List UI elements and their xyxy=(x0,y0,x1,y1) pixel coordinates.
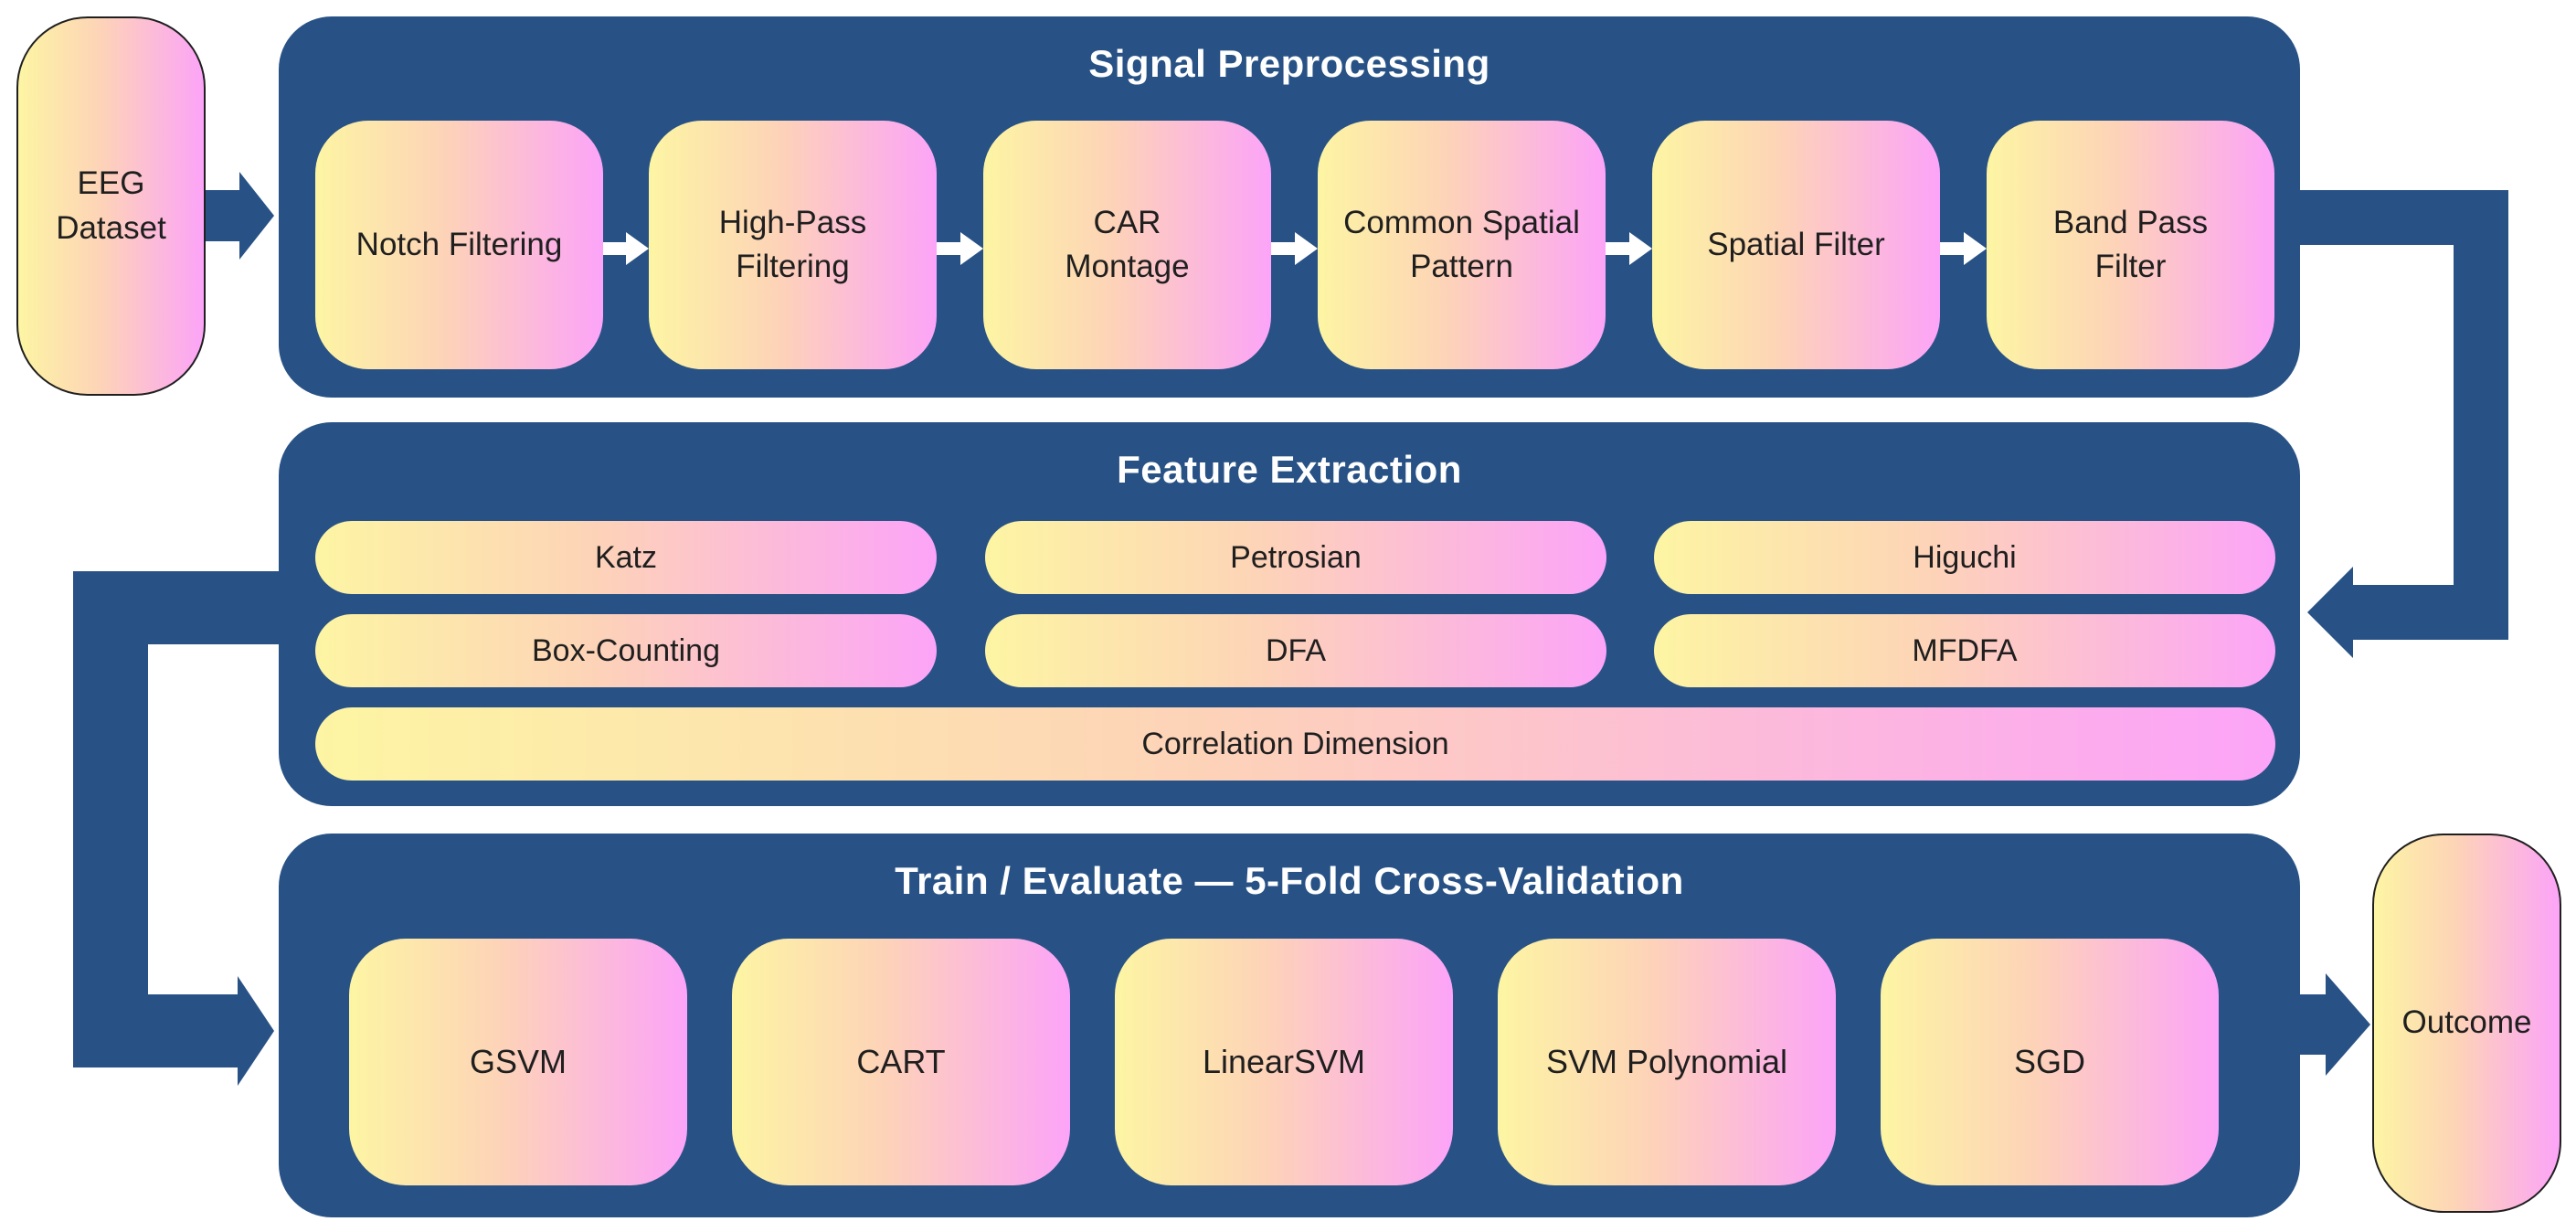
arrow-features-to-training xyxy=(73,571,283,1086)
step-common-spatial-pattern: Common Spatial Pattern xyxy=(1318,121,1606,369)
feature-correlation-dimension: Correlation Dimension xyxy=(315,707,2275,781)
model-svm-polynomial: SVM Polynomial xyxy=(1498,939,1836,1185)
arrow-step-4-to-5 xyxy=(1606,232,1652,265)
training-title: Train / Evaluate — 5-Fold Cross-Validati… xyxy=(895,859,1684,902)
model-sgd: SGD xyxy=(1881,939,2219,1185)
step-notch-filtering: Notch Filtering xyxy=(315,121,603,369)
model-gsvm: GSVM xyxy=(349,939,687,1185)
arrow-step-1-to-2 xyxy=(603,232,649,265)
feature-mfdfa: MFDFA xyxy=(1654,614,2275,687)
arrow-training-to-outcome xyxy=(2294,973,2370,1076)
feature-box-counting: Box-Counting xyxy=(315,614,937,687)
step-band-pass-filter: Band Pass Filter xyxy=(1987,121,2274,369)
feature-dfa: DFA xyxy=(985,614,1606,687)
step-spatial-filter: Spatial Filter xyxy=(1652,121,1940,369)
arrow-step-5-to-6 xyxy=(1940,232,1987,265)
arrow-step-3-to-4 xyxy=(1271,232,1318,265)
feature-extraction-panel: Feature Extraction Katz Petrosian Higuch… xyxy=(279,422,2300,806)
feature-petrosian: Petrosian xyxy=(985,521,1606,594)
feature-katz: Katz xyxy=(315,521,937,594)
arrow-step-2-to-3 xyxy=(937,232,983,265)
training-panel: Train / Evaluate — 5-Fold Cross-Validati… xyxy=(279,834,2300,1217)
model-cart: CART xyxy=(732,939,1070,1185)
output-node-outcome: Outcome xyxy=(2372,834,2561,1213)
signal-preprocessing-panel: Signal Preprocessing Notch Filtering Hig… xyxy=(279,16,2300,398)
step-car-montage: CAR Montage xyxy=(983,121,1271,369)
feature-higuchi: Higuchi xyxy=(1654,521,2275,594)
model-linearsvm: LinearSVM xyxy=(1115,939,1453,1185)
feature-extraction-title: Feature Extraction xyxy=(1117,448,1462,491)
input-node-eeg-dataset: EEG Dataset xyxy=(16,16,206,396)
arrow-input-to-preprocessing xyxy=(206,172,274,260)
signal-preprocessing-title: Signal Preprocessing xyxy=(1088,42,1490,85)
step-high-pass-filtering: High-Pass Filtering xyxy=(649,121,937,369)
arrow-preprocessing-to-features xyxy=(2294,190,2508,658)
